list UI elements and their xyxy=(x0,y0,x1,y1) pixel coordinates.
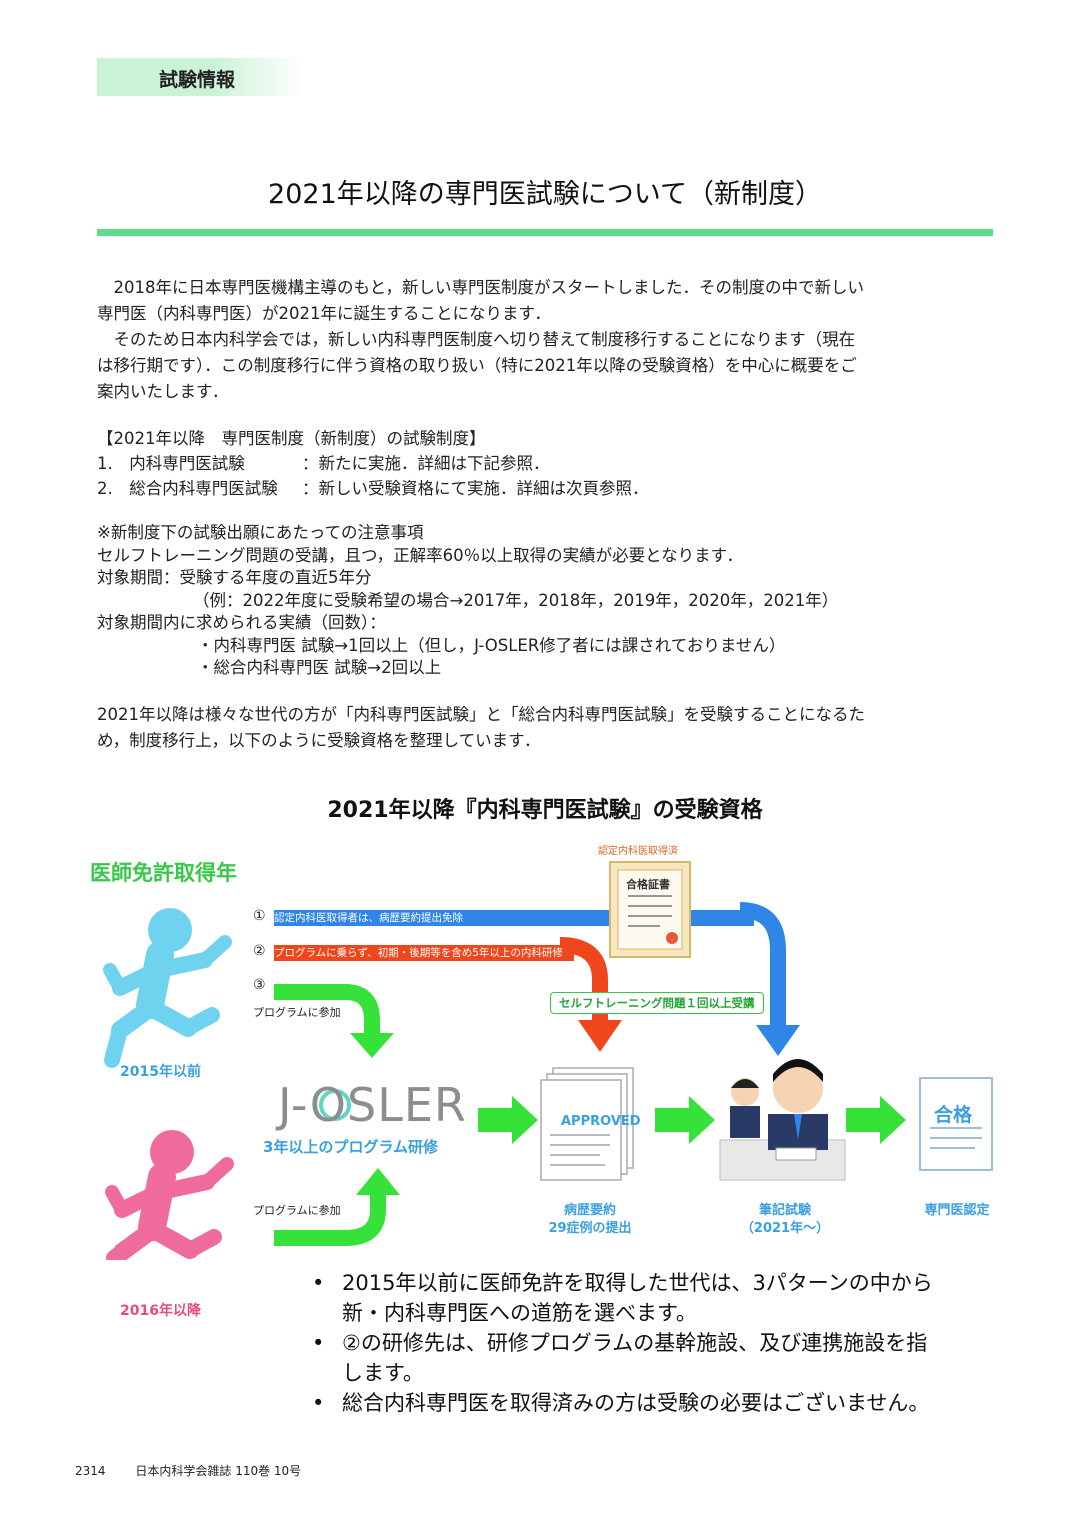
flow-title: 2021年以降『内科専門医試験』の受験資格 xyxy=(327,798,763,823)
bullet-text: 総合内科専門医を取得済みの方は受験の必要はございません。 xyxy=(342,1391,930,1415)
route-2-arrowhead xyxy=(578,1020,622,1052)
certificate-icon xyxy=(609,861,691,958)
page-number: 2314 xyxy=(75,1464,106,1478)
notes-line: 対象期間内に求められる実績（回数）： xyxy=(97,613,386,632)
section-tab: 試験情報 xyxy=(97,58,302,96)
josler-caption: 3年以上のプログラム研修 xyxy=(263,1138,438,1156)
route-2016-arrowhead xyxy=(356,1168,400,1195)
arrow-to-exam xyxy=(655,1096,715,1144)
bullet-text: 2015年以前に医師免許を取得した世代は、3パターンの中から xyxy=(342,1271,933,1295)
closing-paragraph: 2021年以降は様々な世代の方が「内科専門医試験」と「総合内科専門医試験」を受験… xyxy=(97,702,997,754)
license-year-heading: 医師免許取得年 xyxy=(90,861,237,885)
self-training-badge: セルフトレーニング問題１回以上受講 xyxy=(550,992,764,1014)
intro-line: 案内いたします． xyxy=(97,382,229,401)
exam-illustration xyxy=(719,1059,846,1181)
intro-line: 専門医（内科専門医）が2021年に誕生することになります． xyxy=(97,304,551,323)
route-3-arrowhead xyxy=(350,1033,394,1058)
system-item-1-name: 1. 内科専門医試験 xyxy=(97,454,245,473)
runner-2015-icon xyxy=(103,908,232,1068)
route-2-label: プログラムに乗らず、初期・後期等を含め5年以上の内科研修 xyxy=(274,947,563,959)
intro-paragraph: 2018年に日本専門医機構主導のもと，新しい専門医制度がスタートしました．その制… xyxy=(97,275,997,405)
bullet-marker: • xyxy=(312,1391,325,1415)
flow-diagram xyxy=(103,861,993,1260)
bullet-text: 新・内科専門医への道筋を選べます。 xyxy=(342,1301,697,1325)
written-exam-label-2: （2021年～） xyxy=(740,1221,830,1236)
bullet-item: • 総合内科専門医を取得済みの方は受験の必要はございません。 xyxy=(312,1388,1002,1418)
closing-line: 2021年以降は様々な世代の方が「内科専門医試験」と「総合内科専門医試験」を受験… xyxy=(97,705,865,724)
certificate-title: 合格証書 xyxy=(626,878,670,891)
pass-document-icon xyxy=(919,1077,993,1171)
intro-line: は移行期です）．この制度移行に伴う資格の取り扱い（特に2021年以降の受験資格）… xyxy=(97,356,857,375)
title-rule xyxy=(97,229,993,236)
pass-stamp: 合格 xyxy=(934,1104,973,1126)
system-section: 【2021年以降 専門医制度（新制度）の試験制度】 1. 内科専門医試験 ：新た… xyxy=(97,426,997,501)
approved-documents-icon xyxy=(540,1067,634,1181)
route-1-number: ① xyxy=(253,908,266,924)
summary-label-1: 病歴要約 xyxy=(563,1203,616,1218)
certificate-caption: 認定内科医取得済 xyxy=(598,846,678,857)
notes-line: ・内科専門医 試験→1回以上（但し，J-OSLER修了者には課されておりません） xyxy=(197,635,786,655)
join-program-label-1: プログラムに参加 xyxy=(253,1006,341,1019)
label-2016-after: 2016年以降 xyxy=(120,1303,201,1319)
section-label: 試験情報 xyxy=(159,69,236,91)
system-item-2-name: 2. 総合内科専門医試験 xyxy=(97,479,278,498)
route-3-number: ③ xyxy=(253,977,266,993)
closing-line: め，制度移行上，以下のように受験資格を整理しています． xyxy=(97,731,541,750)
route-2-number: ② xyxy=(253,943,266,959)
arrow-to-approved xyxy=(478,1096,538,1144)
bullet-marker: • xyxy=(312,1331,325,1355)
journal-name: 日本内科学会雑誌 110巻 10号 xyxy=(135,1464,302,1478)
route-1-arrowhead xyxy=(756,1025,800,1056)
route-1-bend xyxy=(739,902,786,1030)
bullet-item: • 2015年以前に医師免許を取得した世代は、3パターンの中から xyxy=(312,1268,1002,1298)
join-program-label-2: プログラムに参加 xyxy=(253,1204,341,1217)
system-heading: 【2021年以降 専門医制度（新制度）の試験制度】 xyxy=(97,429,486,448)
system-item-2-desc: ：新しい受験資格にて実施．詳細は次頁参照． xyxy=(302,479,649,498)
arrow-to-pass xyxy=(846,1096,906,1144)
written-exam-label-1: 筆記試験 xyxy=(758,1203,811,1218)
route-1-label: 認定内科医取得者は、病歴要約提出免除 xyxy=(274,912,463,924)
approved-stamp: APPROVED xyxy=(561,1114,641,1129)
notes-line: （例：2022年度に受験希望の場合→2017年，2018年，2019年，2020… xyxy=(193,590,839,610)
bullet-text: します。 xyxy=(342,1361,424,1385)
summary-label-2: 29症例の提出 xyxy=(548,1221,632,1236)
system-item-1: 1. 内科専門医試験 ：新たに実施．詳細は下記参照． xyxy=(97,451,997,476)
page-title: 2021年以降の専門医試験について（新制度） xyxy=(268,179,822,210)
notes-line: セルフトレーニング問題の受講，且つ，正解率60％以上取得の実績が必要となります． xyxy=(97,545,744,565)
notes-section: ※新制度下の試験出願にあたっての注意事項 セルフトレーニング問題の受講，且つ，正… xyxy=(97,522,997,680)
bullet-item: します。 xyxy=(312,1358,1002,1388)
bullet-item: • ②の研修先は、研修プログラムの基幹施設、及び連携施設を指 xyxy=(312,1328,1002,1358)
bullet-marker: • xyxy=(312,1271,325,1295)
system-item-2: 2. 総合内科専門医試験 ：新しい受験資格にて実施．詳細は次頁参照． xyxy=(97,476,997,501)
notes-line: 対象期間：受験する年度の直近5年分 xyxy=(97,568,372,587)
bullet-list: • 2015年以前に医師免許を取得した世代は、3パターンの中から 新・内科専門医へ… xyxy=(312,1268,1002,1418)
intro-line: そのため日本内科学会では，新しい内科専門医制度へ切り替えて制度移行することになり… xyxy=(97,330,856,349)
josler-logo-ring xyxy=(319,1089,351,1121)
josler-logo: J-OSLER xyxy=(278,1078,467,1132)
label-2015-before: 2015年以前 xyxy=(120,1064,201,1080)
certified-label: 専門医認定 xyxy=(924,1203,990,1218)
footer: 2314 日本内科学会雑誌 110巻 10号 xyxy=(75,1462,301,1479)
bullet-text: ②の研修先は、研修プログラムの基幹施設、及び連携施設を指 xyxy=(342,1331,928,1355)
route-3-bend xyxy=(274,984,380,1035)
intro-line: 2018年に日本専門医機構主導のもと，新しい専門医制度がスタートしました．その制… xyxy=(97,278,865,297)
notes-heading: ※新制度下の試験出願にあたっての注意事項 xyxy=(97,523,424,542)
route-2016-bend xyxy=(274,1192,386,1246)
notes-line: ・総合内科専門医 試験→2回以上 xyxy=(197,658,442,677)
system-item-1-desc: ：新たに実施．詳細は下記参照． xyxy=(302,454,550,473)
bullet-item: 新・内科専門医への道筋を選べます。 xyxy=(312,1298,1002,1328)
route-2-bend xyxy=(559,937,608,1022)
route-2-bar xyxy=(274,945,574,961)
runner-2016-icon xyxy=(105,1130,234,1260)
